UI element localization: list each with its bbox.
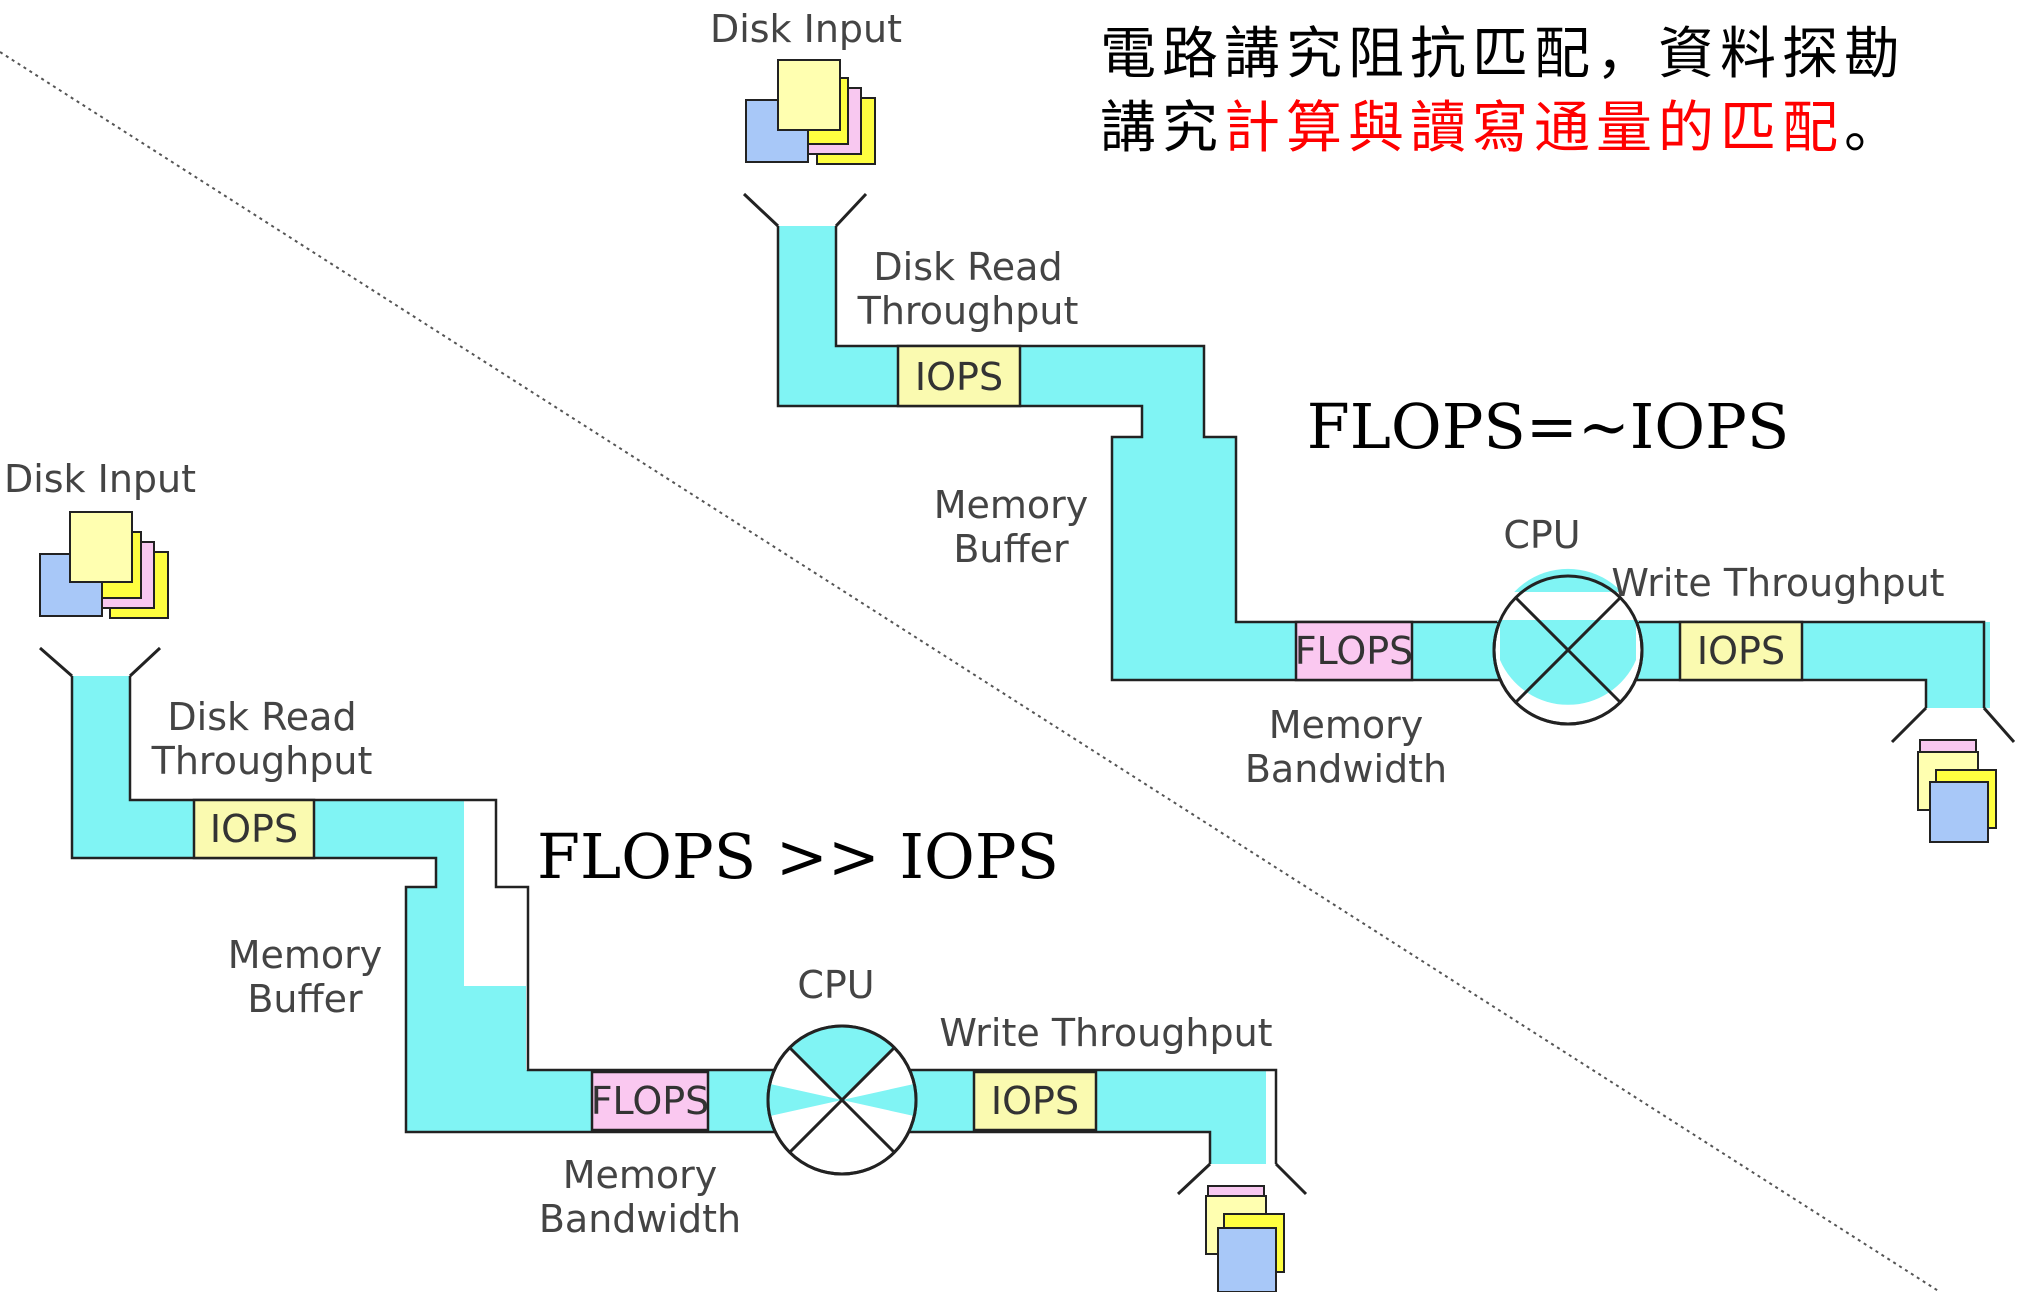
bottom-headline: FLOPS >> IOPS (537, 820, 1059, 893)
bottom-iops-in-label: IOPS (210, 807, 298, 851)
top-flops-box (1294, 620, 1414, 682)
top-cpu-icon (1492, 568, 1644, 726)
caption-line-2: 講究計算與讀寫通量的匹配。 (1100, 92, 2000, 166)
top-write-throughput-label: Write Throughput (1611, 561, 1944, 605)
bottom-flops-box (590, 1070, 710, 1132)
bottom-disk-input-label: Disk Input (4, 457, 196, 501)
bottom-write-throughput-label: Write Throughput (939, 1011, 1272, 1055)
bottom-disk-read-label-1: Disk Read (167, 695, 356, 739)
top-intake-funnel (742, 192, 868, 228)
top-memory-buffer-label-2: Buffer (953, 527, 1069, 571)
bottom-memory-buffer-label-1: Memory (228, 933, 383, 977)
top-disk-read-label-1: Disk Read (873, 245, 1062, 289)
caption: 電路講究阻抗匹配，資料探勘 講究計算與讀寫通量的匹配。 (1100, 18, 2000, 166)
bottom-cpu-icon (766, 1024, 918, 1176)
caption-line-2-prefix: 講究 (1100, 96, 1224, 161)
top-diagram: Disk Input Disk Read Throughput IOPS Mem… (710, 7, 2016, 843)
top-iops-in-box (896, 344, 1022, 408)
bottom-diagram: Disk Input Disk Read Throughput IOPS Mem… (4, 457, 1308, 1292)
top-iops-out-box (1678, 620, 1804, 682)
bottom-iops-out-label: IOPS (991, 1079, 1079, 1123)
bottom-disk-output-icon (1205, 1185, 1285, 1292)
caption-highlight: 計算與讀寫通量的匹配 (1224, 96, 1844, 161)
bottom-memory-bandwidth-label-2: Bandwidth (539, 1197, 741, 1241)
diagonal-divider (0, 51, 1941, 1292)
top-iops-in-label: IOPS (915, 355, 1003, 399)
top-output-funnel (1890, 706, 2016, 744)
bottom-flops-label: FLOPS (591, 1079, 710, 1123)
top-disk-read-label-2: Throughput (857, 289, 1079, 333)
top-memory-bandwidth-label-2: Bandwidth (1245, 747, 1447, 791)
bottom-iops-in-box (192, 798, 316, 860)
caption-line-2-suffix: 。 (1844, 96, 1906, 161)
caption-line-1: 電路講究阻抗匹配，資料探勘 (1100, 22, 1906, 87)
bottom-memory-buffer-label-2: Buffer (247, 977, 363, 1021)
bottom-disk-input-icon (39, 511, 169, 619)
top-memory-bandwidth-label-1: Memory (1269, 703, 1424, 747)
bottom-iops-out-box (972, 1070, 1098, 1132)
bottom-pipe (72, 676, 196, 858)
top-memory-buffer-label-1: Memory (934, 483, 1089, 527)
bottom-cpu-label: CPU (797, 963, 874, 1007)
top-headline: FLOPS=~IOPS (1307, 390, 1790, 463)
bottom-intake-funnel (39, 646, 162, 678)
top-disk-input-icon (745, 59, 876, 165)
top-iops-out-label: IOPS (1697, 629, 1785, 673)
top-disk-input-label: Disk Input (710, 7, 902, 51)
bottom-memory-bandwidth-label-1: Memory (563, 1153, 718, 1197)
top-cpu-label: CPU (1503, 513, 1580, 557)
bottom-disk-read-label-2: Throughput (151, 739, 373, 783)
top-disk-output-icon (1917, 739, 1997, 843)
bottom-output-funnel (1176, 1162, 1308, 1196)
top-flops-label: FLOPS (1295, 629, 1414, 673)
